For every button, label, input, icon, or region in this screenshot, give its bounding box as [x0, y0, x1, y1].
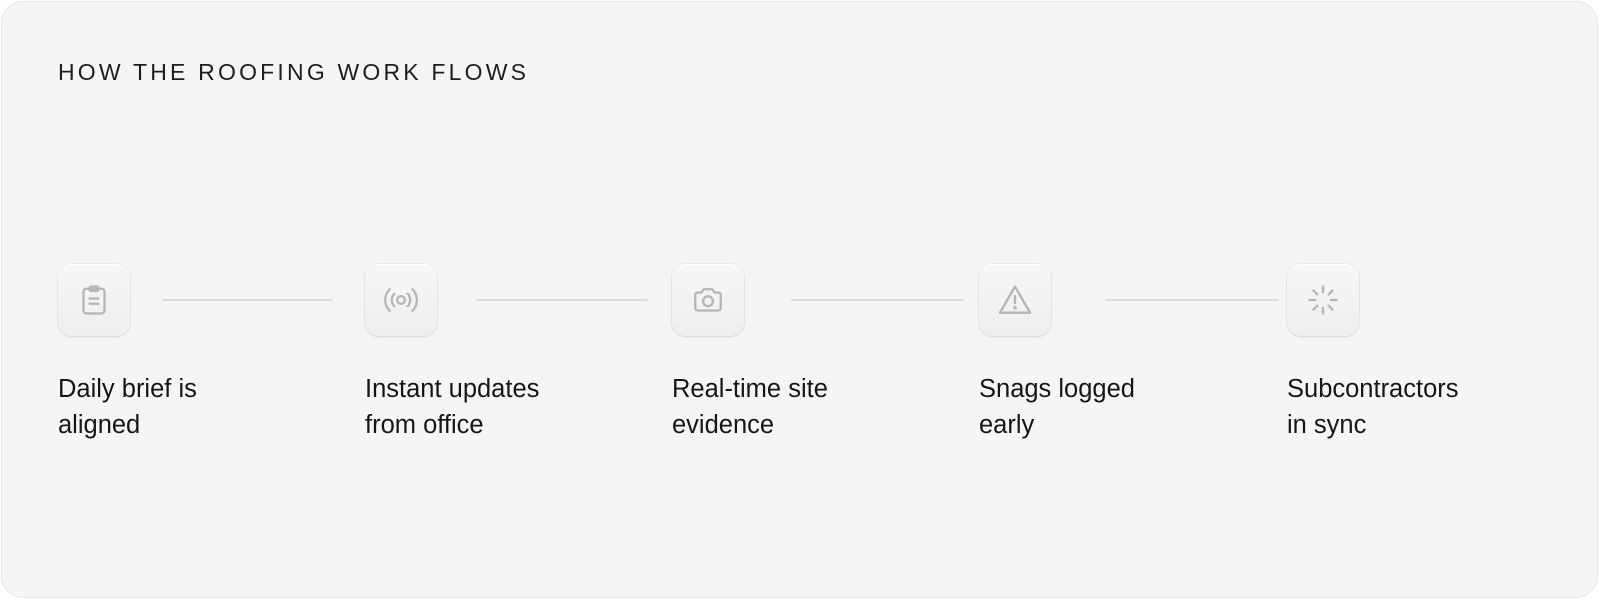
workflow-step-instant-updates: Instant updates from office: [365, 264, 605, 443]
step-label: Subcontractors in sync: [1287, 375, 1459, 439]
step-label: Real-time site evidence: [672, 375, 828, 439]
workflow-step-daily-brief: Daily brief is aligned: [58, 264, 298, 443]
step-connector: [1105, 299, 1279, 301]
workflow-step-site-evidence: Real-time site evidence: [672, 264, 912, 443]
step-connector: [791, 299, 964, 301]
step-icon-tile: [1287, 264, 1359, 336]
step-icon-tile: [672, 264, 744, 336]
step-label: Snags logged early: [979, 375, 1135, 439]
clipboard-icon: [82, 285, 106, 315]
workflow-step-subcontractors: Subcontractors in sync: [1287, 264, 1527, 443]
step-icon-tile: [979, 264, 1051, 336]
camera-icon: [694, 288, 722, 312]
step-label: Daily brief is aligned: [58, 375, 197, 439]
step-icon-tile: [365, 264, 437, 336]
loader-icon: [1308, 285, 1338, 315]
step-icon-tile: [58, 264, 130, 336]
section-heading: HOW THE ROOFING WORK FLOWS: [58, 59, 530, 85]
step-connector: [476, 299, 648, 301]
workflow-step-snags-logged: Snags logged early: [979, 264, 1219, 443]
warning-triangle-icon: [998, 285, 1032, 314]
broadcast-icon: [384, 288, 418, 312]
step-connector: [162, 299, 333, 301]
step-label: Instant updates from office: [365, 375, 540, 439]
